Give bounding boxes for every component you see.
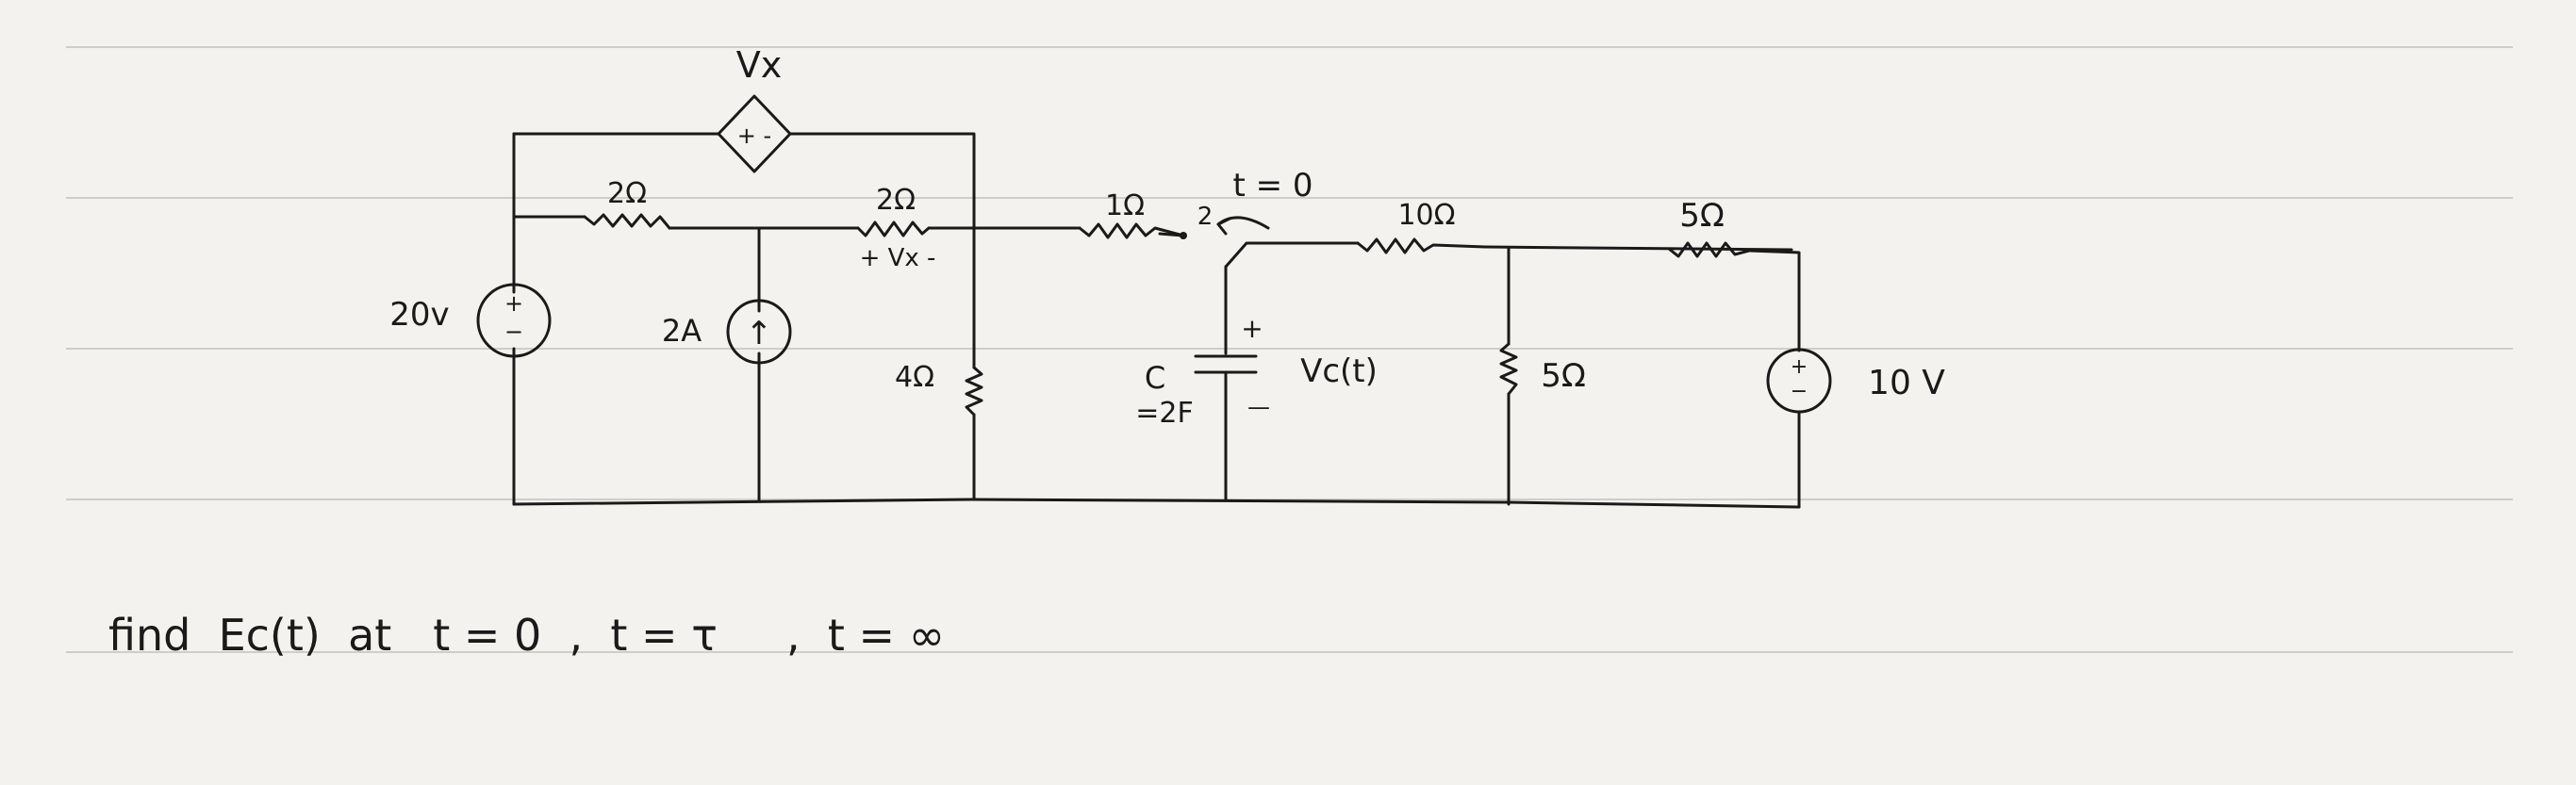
voltage-source-20v: + − 20v	[389, 283, 552, 358]
v20-plus: +	[504, 290, 523, 317]
voltage-source-10v: + − 10 V	[1766, 348, 1945, 414]
r-mid-top-label: 2Ω	[876, 184, 916, 217]
v10-plus: +	[1791, 355, 1808, 379]
dependent-voltage-source: + - Vx	[717, 44, 792, 173]
dep-source-label: Vx	[736, 44, 782, 86]
cap-label-c: C	[1145, 360, 1165, 396]
dep-source-sign: + -	[737, 123, 771, 149]
cap-minus: —	[1247, 394, 1270, 420]
cap-plus: +	[1241, 313, 1263, 344]
r-5-vert-label: 5Ω	[1541, 357, 1586, 395]
resistor-10ohm: 10Ω	[1356, 199, 1487, 254]
v10-label: 10 V	[1868, 364, 1945, 402]
current-source-2a: ↑ 2A	[662, 299, 792, 365]
r-5-top-label: 5Ω	[1679, 197, 1725, 235]
wires	[512, 132, 1801, 509]
ruled-lines	[66, 46, 2513, 653]
switch: t = 0 2	[1197, 167, 1313, 236]
vc-label: Vc(t)	[1300, 352, 1378, 390]
capacitor: + — C =2F Vc(t)	[1135, 313, 1378, 430]
resistor-5ohm-top: 5Ω	[1667, 197, 1751, 258]
current-arrow: ↑	[746, 315, 773, 352]
resistor-4ohm: 4Ω	[895, 361, 983, 417]
resistor-2ohm-mid: 2Ω + Vx -	[856, 184, 936, 272]
r-1-label: 1Ω	[1105, 189, 1145, 222]
cap-label-value: =2F	[1135, 397, 1193, 430]
switch-time-label: t = 0	[1232, 167, 1313, 204]
vx-drop-label: + Vx -	[860, 244, 936, 272]
switch-position-label: 2	[1197, 203, 1214, 231]
v20-minus: −	[504, 319, 523, 345]
resistor-2ohm-left: 2Ω	[583, 177, 671, 230]
problem-statement: find Ec(t) at t = 0 , t = τ , t = ∞	[108, 610, 945, 661]
switch-contact-dot	[1180, 232, 1187, 239]
v10-minus: −	[1791, 380, 1808, 403]
r-4-label: 4Ω	[895, 361, 934, 394]
v20-label: 20v	[389, 296, 449, 334]
i2a-label: 2A	[662, 313, 702, 349]
resistor-5ohm-vertical: 5Ω	[1499, 342, 1586, 396]
resistor-1ohm: 1Ω	[1078, 189, 1187, 239]
r-left-top-label: 2Ω	[607, 177, 647, 210]
r-10-label: 10Ω	[1397, 199, 1455, 232]
